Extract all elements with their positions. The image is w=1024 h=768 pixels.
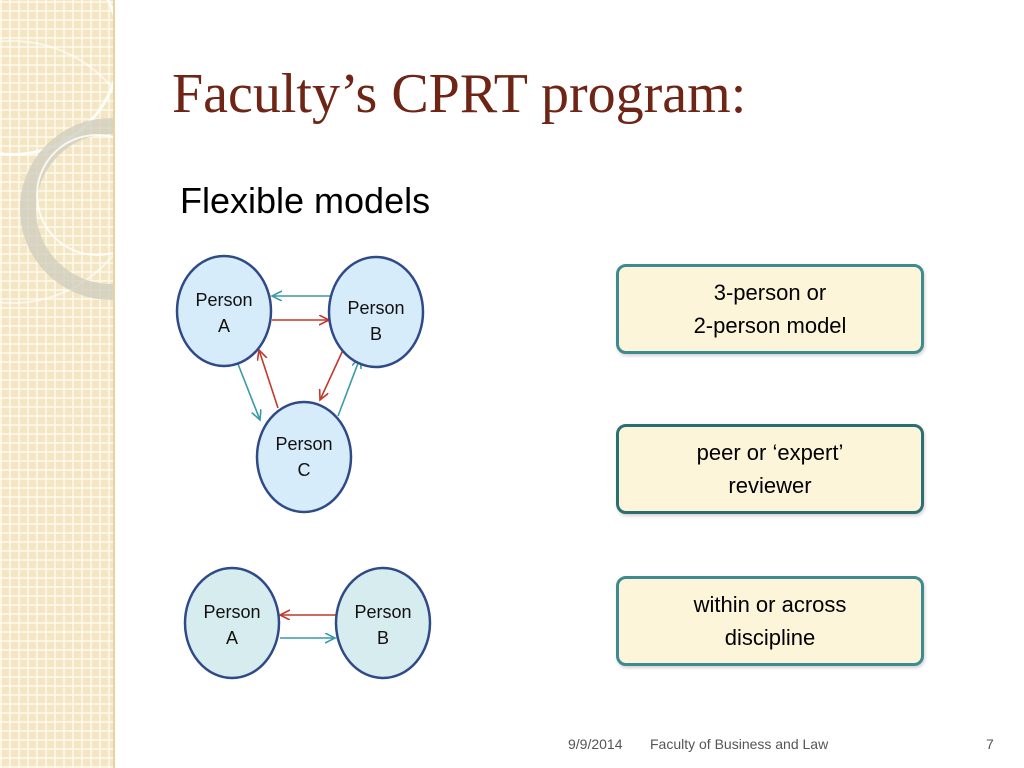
node-person-a: Person A (175, 254, 273, 368)
node-label: Person (275, 434, 332, 454)
node-label: Person (347, 298, 404, 318)
callout-line: 2-person model (693, 313, 847, 338)
node-label: Person (354, 602, 411, 622)
callout-line: peer or ‘expert’ (696, 440, 844, 465)
arrow-c-to-a (259, 350, 279, 409)
node-person-b: Person B (327, 255, 425, 369)
footer-date: 9/9/2014 (568, 736, 623, 752)
callout-model-size: 3-person or 2-person model (616, 264, 924, 354)
arrow-a-to-c (237, 363, 260, 420)
node-label: Person (203, 602, 260, 622)
callout-discipline: within or across discipline (616, 576, 924, 666)
node-label: A (218, 316, 230, 336)
footer-page-number: 7 (986, 736, 994, 752)
callout-line: within or across (693, 592, 847, 617)
node-label: C (298, 460, 311, 480)
node-label: Person (195, 290, 252, 310)
node-person-c: Person C (255, 400, 353, 514)
callout-line: reviewer (728, 473, 812, 498)
decorative-sidebar (0, 0, 113, 768)
arrow-c-to-b (337, 358, 360, 417)
node-pair-person-b: Person B (334, 566, 432, 680)
node-label: B (370, 324, 382, 344)
slide-subtitle: Flexible models (180, 180, 431, 221)
node-pair-person-a: Person A (183, 566, 281, 680)
arrow-b-to-c (320, 349, 344, 400)
footer-organization: Faculty of Business and Law (650, 736, 829, 752)
slide-title: Faculty’s CPRT program: (172, 63, 747, 125)
node-label: A (226, 628, 238, 648)
node-label: B (377, 628, 389, 648)
sidebar-divider (113, 0, 115, 768)
callout-line: 3-person or (713, 280, 827, 305)
callout-reviewer-type: peer or ‘expert’ reviewer (616, 424, 924, 514)
callout-line: discipline (724, 625, 816, 650)
